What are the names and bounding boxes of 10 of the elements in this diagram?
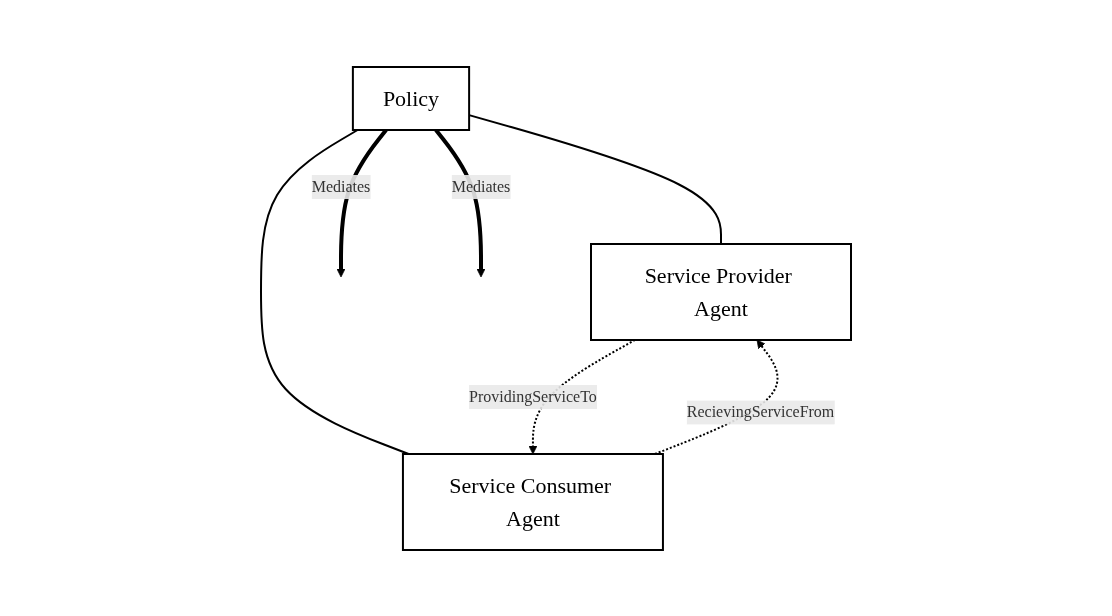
edge-label: Mediates <box>451 177 511 195</box>
node-box: Service Consumer Agent <box>401 452 664 551</box>
connector <box>260 128 410 455</box>
edge-label: RecievingServiceFrom <box>686 402 835 420</box>
arrow <box>336 128 388 277</box>
edge-label: ProvidingServiceTo <box>469 387 597 405</box>
node-box: Policy <box>351 65 471 131</box>
edge-label: Mediates <box>311 177 371 195</box>
node-box: Service Provider Agent <box>590 242 852 341</box>
arrow <box>434 128 486 277</box>
